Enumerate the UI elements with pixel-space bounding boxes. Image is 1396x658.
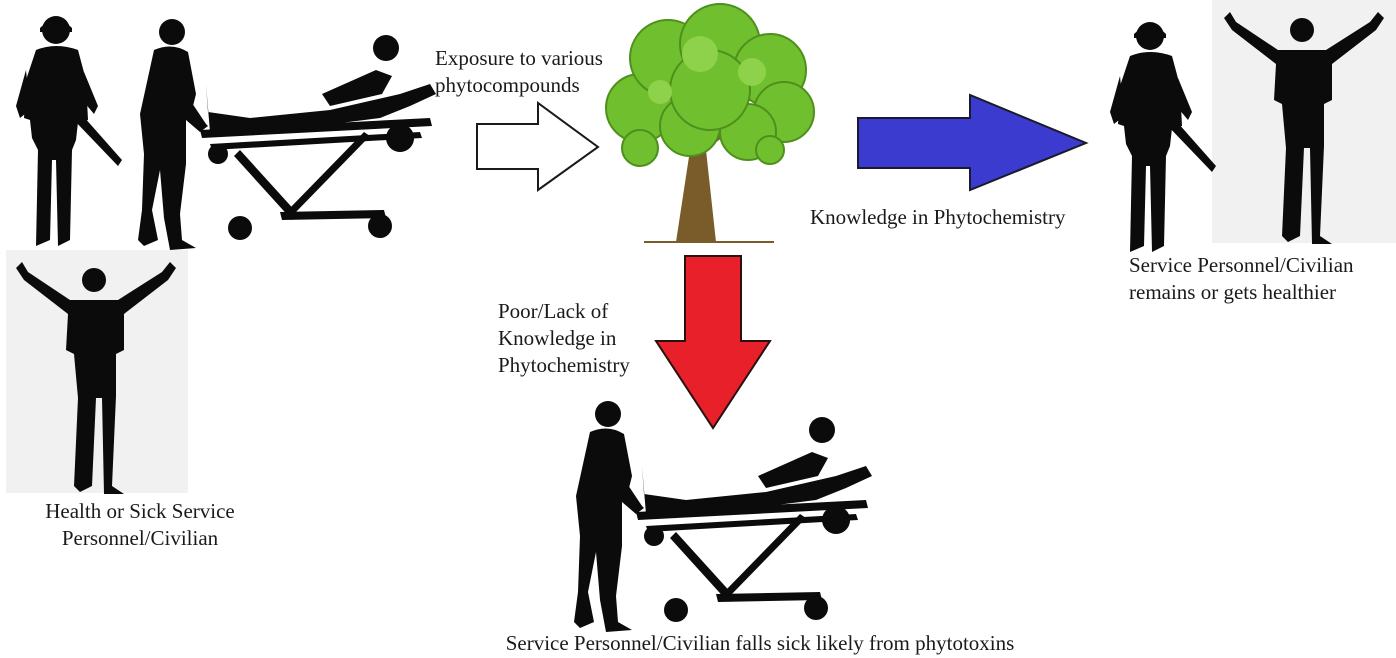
celebrating-person-icon	[16, 262, 176, 494]
poor-knowledge-label: Poor/Lack of Knowledge in Phytochemistry	[498, 299, 630, 377]
exposure-arrow	[476, 101, 600, 192]
knowledge-arrow	[857, 93, 1089, 192]
soldier-icon	[1110, 22, 1216, 252]
exposure-label: Exposure to various phytocompounds	[435, 46, 603, 97]
celebrating-person-icon	[1224, 12, 1384, 244]
paramedic-stretcher-icon	[574, 401, 872, 632]
poor-knowledge-arrow	[654, 255, 772, 430]
soldier-icon	[16, 16, 122, 246]
tree-icon	[605, 3, 815, 243]
initial-state-label: Health or Sick Service Personnel/Civilia…	[45, 499, 235, 550]
sick-outcome-label: Service Personnel/Civilian falls sick li…	[505, 631, 1015, 655]
paramedic-stretcher-icon	[138, 19, 436, 250]
knowledge-label: Knowledge in Phytochemistry	[810, 205, 1066, 229]
healthier-label: Service Personnel/Civilian remains or ge…	[1129, 253, 1354, 304]
